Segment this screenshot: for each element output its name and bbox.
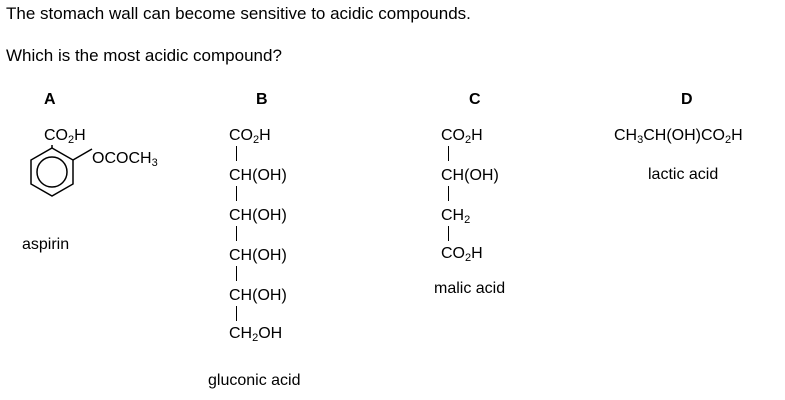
aspirin-name: aspirin <box>22 236 70 253</box>
gluconic-acid-name: gluconic acid <box>208 372 301 389</box>
gluconic-choh-4: CH(OH) <box>229 287 287 304</box>
gluconic-choh-2: CH(OH) <box>229 207 287 224</box>
option-d-label: D <box>681 91 693 108</box>
option-b-label: B <box>256 91 268 108</box>
bond-line <box>236 186 237 201</box>
bond-line <box>448 226 449 241</box>
bond-line <box>448 186 449 201</box>
malic-choh: CH(OH) <box>441 167 499 184</box>
aspirin-ester-group: OCOCH3 <box>92 150 158 169</box>
gluconic-choh-3: CH(OH) <box>229 247 287 264</box>
bond-line <box>236 226 237 241</box>
lactic-acid-formula: CH3CH(OH)CO2H <box>614 127 743 146</box>
gluconic-carboxyl-group: CO2H <box>229 127 271 146</box>
gluconic-ch2oh-group: CH2OH <box>229 325 283 344</box>
bond-line <box>236 306 237 321</box>
question-prompt: Which is the most acidic compound? <box>6 46 282 65</box>
lactic-acid-name: lactic acid <box>648 166 719 183</box>
malic-ch2-group: CH2 <box>441 207 471 226</box>
bond-line <box>236 266 237 281</box>
malic-carboxyl-bottom: CO2H <box>441 245 483 264</box>
option-a-label: A <box>44 91 56 108</box>
bond-line <box>448 146 449 161</box>
gluconic-choh-1: CH(OH) <box>229 167 287 184</box>
benzene-ring-icon <box>30 145 93 197</box>
question-intro: The stomach wall can become sensitive to… <box>6 4 471 23</box>
bond-line <box>236 146 237 161</box>
malic-acid-name: malic acid <box>434 280 506 297</box>
aspirin-carboxyl-group: CO2H <box>44 127 86 146</box>
option-c-label: C <box>469 91 481 108</box>
malic-carboxyl-top: CO2H <box>441 127 483 146</box>
